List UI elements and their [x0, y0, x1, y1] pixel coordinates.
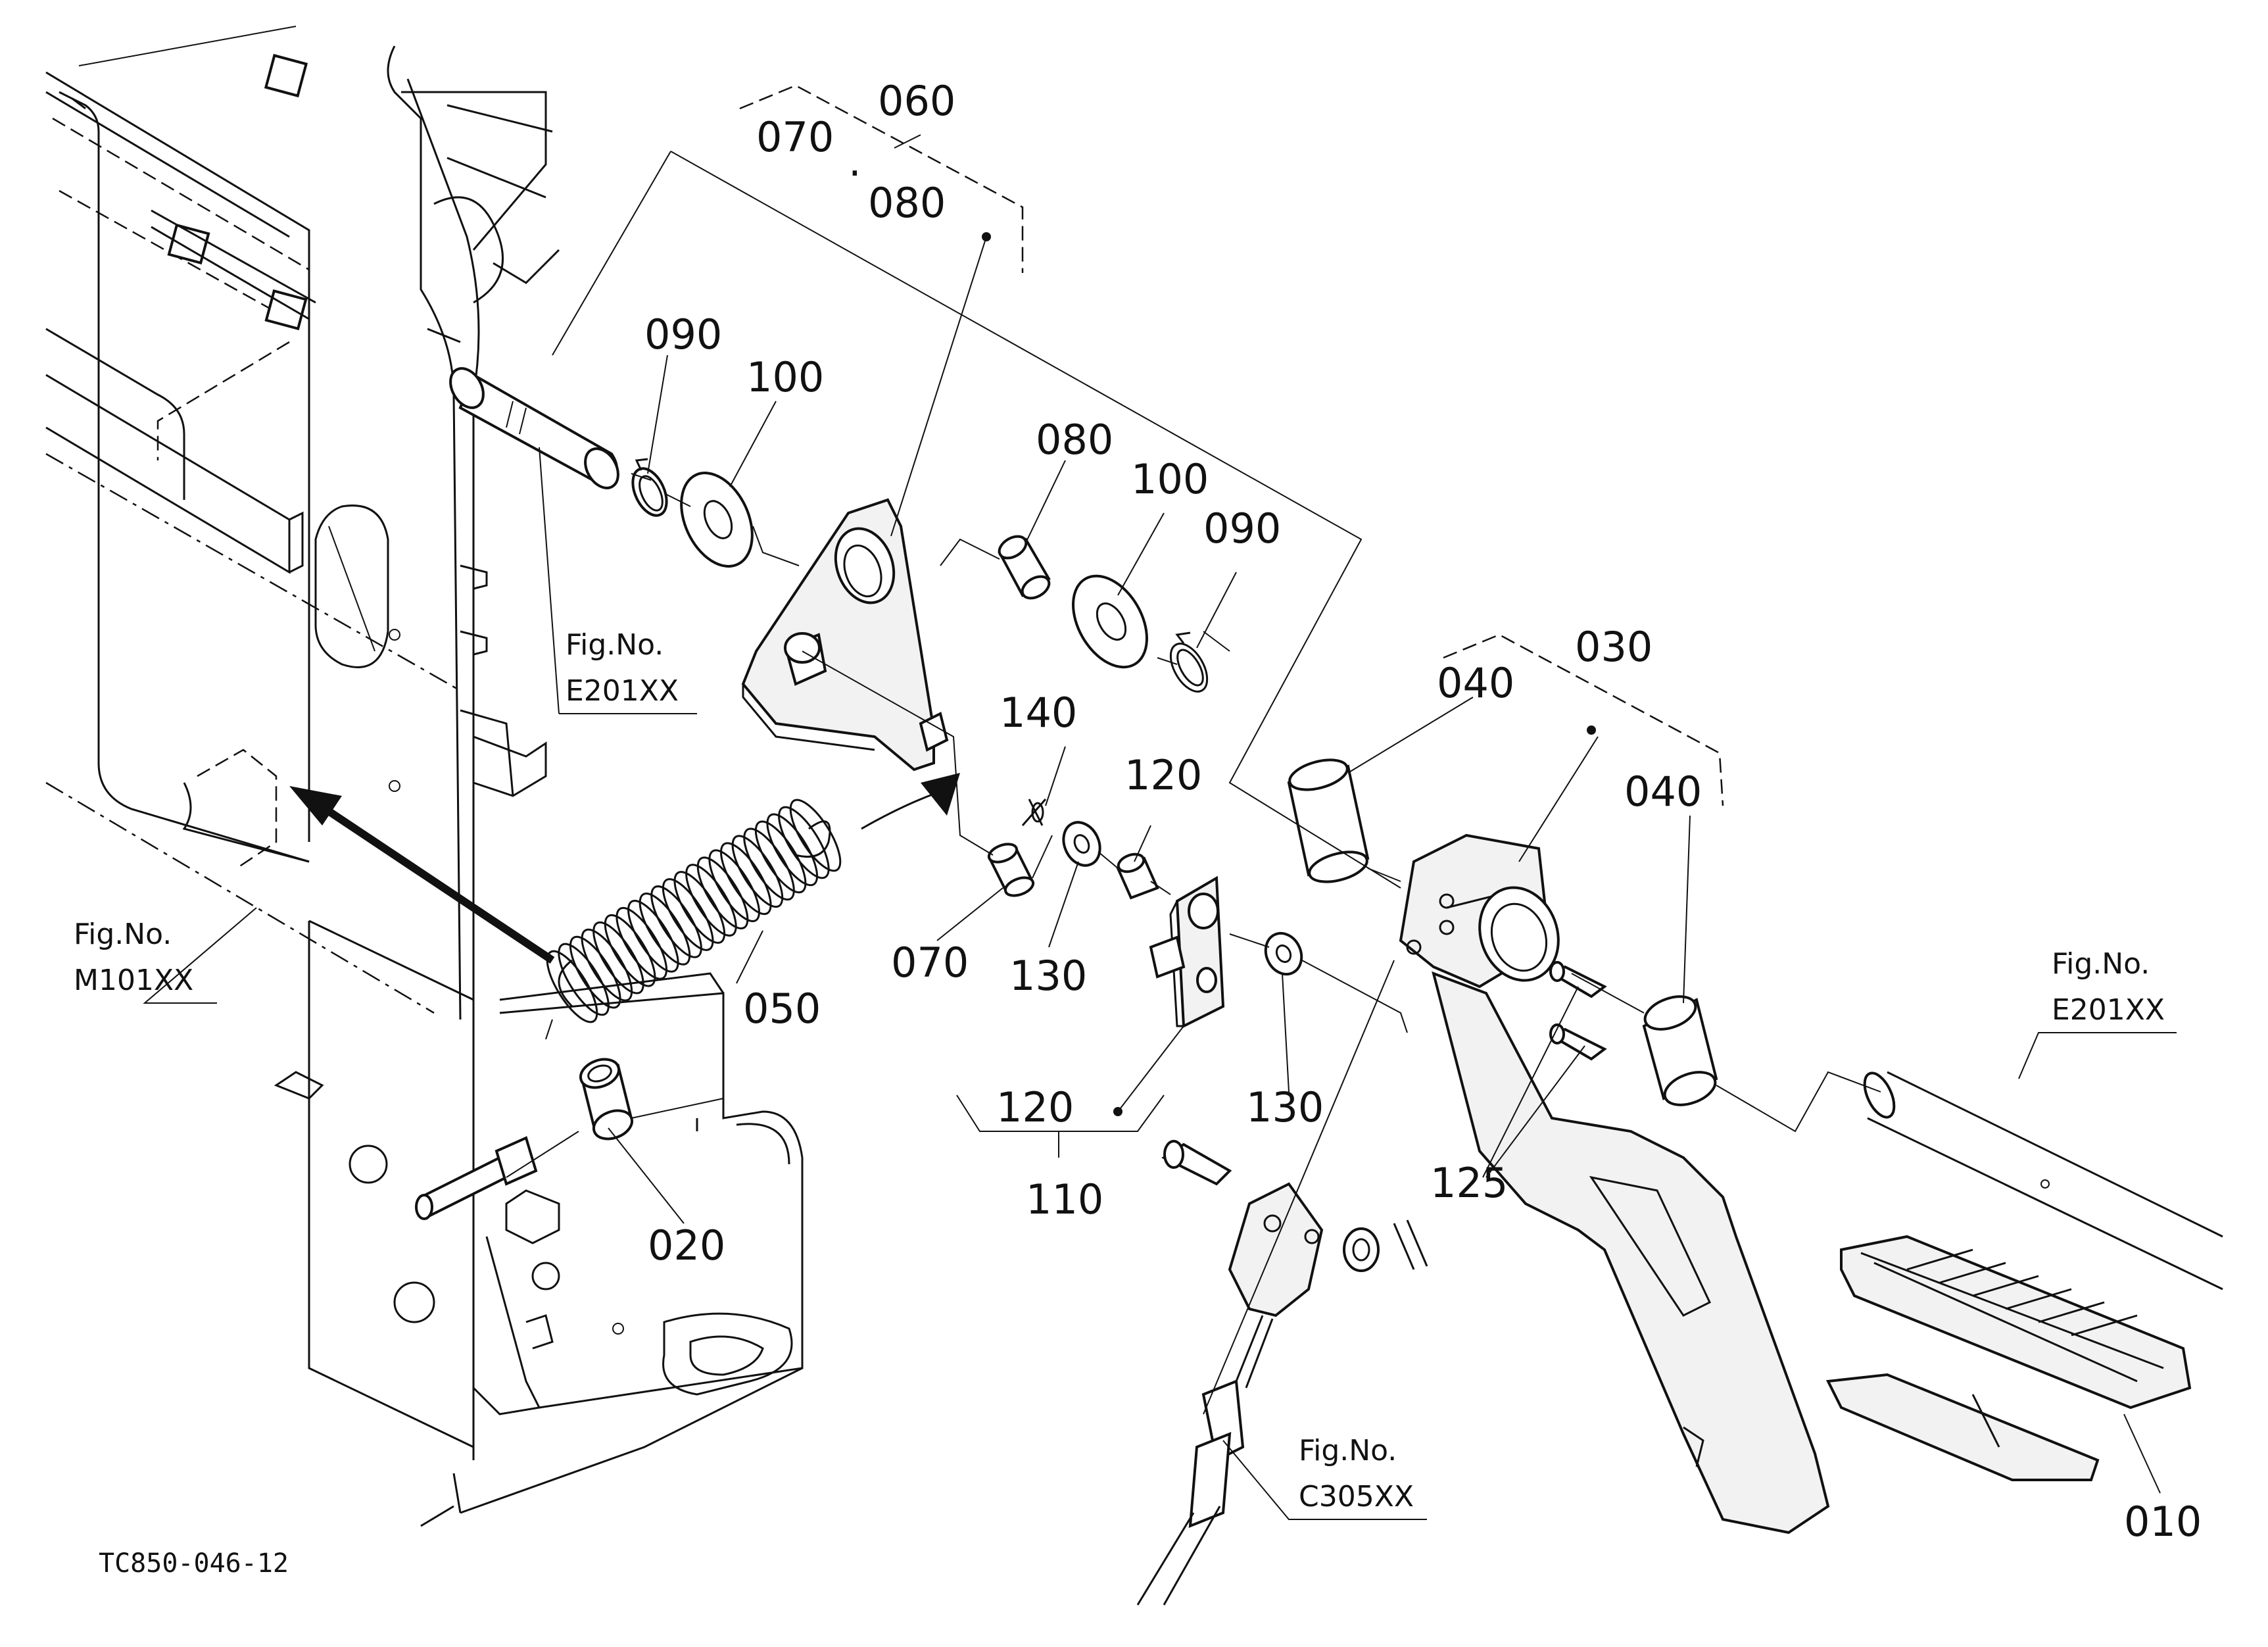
label-070-low: 070: [891, 939, 969, 987]
label-090-right: 090: [1203, 504, 1281, 553]
spring-coil: [650, 885, 702, 958]
drawing-code: TC850-046-12: [99, 1548, 289, 1579]
label-060: 060: [878, 77, 955, 125]
washer-100-left: [680, 472, 754, 568]
spring-coil: [662, 878, 714, 951]
pin-125: [1549, 961, 1607, 1061]
frame-structure: [45, 26, 461, 1014]
spring-050: [546, 773, 960, 1023]
spring-coil: [581, 928, 633, 1002]
stud-pin: [415, 1136, 538, 1220]
spring-coil: [639, 893, 691, 966]
ref-c305-title: Fig.No.: [1299, 1434, 1397, 1467]
pedal-pad-010: [1825, 1235, 2192, 1481]
label-090-left: 090: [644, 310, 722, 358]
spring-coil: [754, 820, 807, 894]
label-120-top: 120: [1124, 751, 1202, 799]
shaft-right: [1863, 1071, 2223, 1291]
ref-e201-left-title: Fig.No.: [566, 628, 664, 662]
snap-ring-090-right: [1169, 631, 1209, 693]
washer-100-mid: [1072, 574, 1148, 669]
ref-e201-right-title: Fig.No.: [2052, 947, 2150, 981]
label-dot-sep: ·: [848, 149, 861, 197]
spring-coil: [592, 921, 644, 995]
label-070-top: 070: [756, 113, 834, 161]
lever-plate: [741, 498, 949, 772]
spring-coil: [696, 856, 749, 929]
bracket-120-group: [1149, 875, 1225, 1029]
label-050: 050: [743, 985, 821, 1033]
spring-coil: [720, 842, 772, 916]
spring-coil: [731, 835, 784, 908]
label-020: 020: [648, 1221, 725, 1269]
label-040-left: 040: [1437, 659, 1514, 707]
label-140: 140: [1000, 689, 1077, 737]
spring-coil: [569, 935, 621, 1009]
ref-e201-left-code: E201XX: [566, 674, 679, 708]
label-120-group: 120: [996, 1083, 1074, 1131]
leader-lines: [143, 84, 2177, 1520]
clevis-cable: [1136, 1140, 1428, 1606]
ref-m101-title: Fig.No.: [74, 918, 172, 951]
spring-coil: [685, 864, 737, 937]
pedal-arm: [1399, 833, 1830, 1535]
pin-140: [1021, 799, 1047, 826]
spring-coil: [673, 871, 726, 944]
arrow-to-frame: [289, 786, 555, 964]
spring-coil: [789, 799, 842, 872]
spring-coil: [778, 806, 830, 879]
bushing-040-right: [1642, 995, 1718, 1106]
ref-e201-right-code: E201XX: [2052, 993, 2165, 1027]
washer-130-right: [1264, 931, 1303, 976]
ref-c305-code: C305XX: [1299, 1480, 1414, 1513]
spring-coil: [708, 849, 760, 923]
part-labels: 060 070 · 080 090 100 080 100 090 030 04…: [644, 77, 2202, 1546]
label-100-left: 100: [746, 353, 824, 401]
snap-ring-090-left: [631, 458, 668, 517]
bushing-040-left: [1287, 758, 1370, 883]
label-080-top: 080: [868, 179, 946, 227]
spring-coil: [627, 899, 679, 973]
spring-coil: [546, 950, 598, 1023]
label-130-left: 130: [1009, 952, 1087, 1000]
label-080-mid: 080: [1036, 416, 1113, 464]
label-100-mid: 100: [1131, 455, 1209, 503]
label-110: 110: [1026, 1175, 1103, 1223]
bushing-080: [998, 535, 1051, 600]
spring-coil: [558, 943, 610, 1016]
lower-bracket: [472, 972, 804, 1415]
bushing-020: [579, 1058, 634, 1141]
vertical-bracket: [274, 45, 803, 1527]
spring-coil: [615, 906, 667, 980]
figure-references: Fig.No. E201XX Fig.No. M101XX Fig.No. E2…: [74, 628, 2165, 1513]
washer-130-left: [1062, 821, 1101, 867]
bushing-070-low: [987, 843, 1035, 897]
label-125: 125: [1430, 1159, 1508, 1207]
shaft-060: [427, 328, 619, 489]
spring-coil: [743, 827, 795, 901]
spring-coil: [766, 813, 819, 887]
collar-120: [1116, 852, 1159, 900]
label-130-right: 130: [1246, 1083, 1324, 1131]
spring-coil: [604, 914, 656, 987]
label-010: 010: [2124, 1498, 2202, 1546]
ref-m101-code: M101XX: [74, 964, 193, 997]
label-040-right: 040: [1624, 768, 1702, 816]
label-030: 030: [1575, 623, 1653, 671]
